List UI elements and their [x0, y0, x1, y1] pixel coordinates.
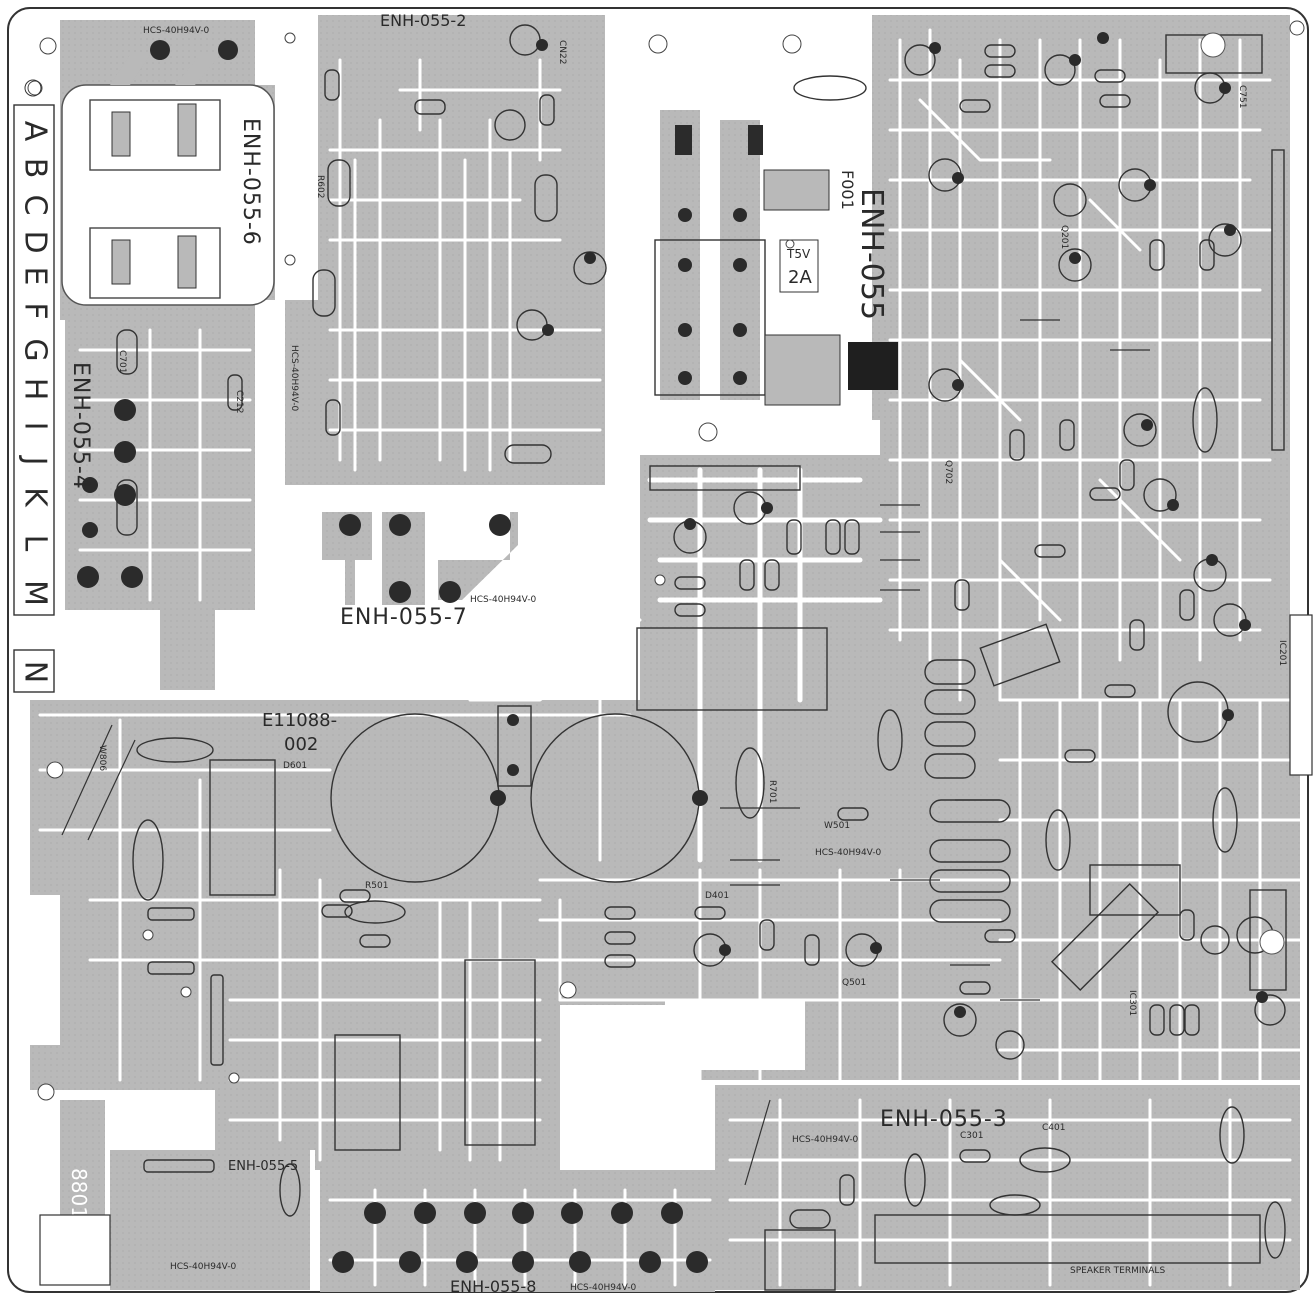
fuse-rating: T5V	[786, 247, 811, 261]
part-code: HCS-40H94V-0	[170, 1262, 237, 1272]
ref-label: Q501	[842, 978, 866, 988]
module-label: ENH-055-7	[340, 605, 468, 630]
row-letter: A	[18, 121, 53, 142]
row-letter: J	[18, 455, 53, 466]
components	[61, 24, 1287, 1291]
row-letter: D	[18, 230, 53, 253]
test-point-icon	[1200, 32, 1226, 58]
part-code: HCS-40H94V-0	[815, 848, 882, 858]
fuse-rating: 2A	[788, 267, 812, 288]
row-letter: C	[18, 195, 53, 216]
row-letter-scale	[13, 79, 55, 693]
row-letter: B	[18, 158, 53, 179]
ref-label: R602	[315, 175, 325, 198]
ref-label: R501	[365, 881, 388, 891]
ref-label: CN22	[557, 40, 567, 64]
ref-label: W806	[97, 745, 107, 771]
part-code: HCS-40H94V-0	[143, 26, 210, 36]
module-label: ENH-055-6	[238, 118, 263, 246]
test-point-icon	[1259, 929, 1285, 955]
reference-designators: CN22 R602 C751 IC201 Q702 D601 C212 R501…	[97, 40, 1287, 1141]
ref-label: C212	[234, 390, 244, 413]
ref-label: C301	[960, 1131, 983, 1141]
ref-label: C751	[1237, 85, 1247, 108]
ref-label: W501	[824, 821, 850, 831]
row-letter: N	[18, 661, 53, 683]
connector-block	[39, 1214, 111, 1286]
ref-label: IC201	[1277, 640, 1287, 666]
test-point-icons	[1200, 32, 1285, 955]
part-code: HCS-40H94V-0	[470, 595, 537, 605]
row-letter: M	[18, 580, 53, 606]
module-label: ENH-055-2	[380, 11, 466, 30]
ref-label: C701	[117, 350, 127, 373]
module-label: ENH-055-5	[228, 1159, 298, 1174]
module-label: ENH-055-8	[450, 1277, 536, 1296]
row-letter: K	[18, 487, 53, 508]
module-label: ENH-055-4	[68, 362, 93, 490]
board-cutout	[12, 895, 60, 1045]
module-label: ENH-055	[854, 188, 889, 320]
transformer	[636, 627, 828, 711]
part-code: HCS-40H94V-0	[289, 345, 299, 412]
ref-label: Q201	[1059, 225, 1069, 249]
ref-label: D401	[705, 891, 729, 901]
speaker-label: SPEAKER TERMINALS	[1070, 1266, 1165, 1276]
connector-block	[1289, 614, 1313, 776]
row-letter: I	[18, 422, 53, 431]
ref-label: R701	[767, 780, 777, 803]
regulator-ic	[848, 342, 898, 390]
module-label: 002	[284, 734, 318, 755]
fuse-ref: F001	[838, 170, 857, 210]
module-labels: ENH-055-6 ENH-055-2 ENH-055 ENH-055-4 EN…	[67, 11, 1165, 1296]
part-code: HCS-40H94V-0	[792, 1135, 859, 1145]
board-cutout	[665, 1000, 805, 1070]
ref-label: D601	[283, 761, 307, 771]
part-codes: HCS-40H94V-0 HCS-40H94V-0 HCS-40H94V-0 H…	[143, 26, 882, 1293]
ic-block-left	[209, 759, 276, 896]
row-letter: F	[18, 302, 53, 319]
row-letter: L	[18, 535, 53, 552]
solder-pads	[27, 20, 1305, 1273]
module-label: ENH-055-3	[880, 1107, 1008, 1132]
part-code: HCS-40H94V-0	[570, 1283, 637, 1293]
row-letters: A B C D E F G H I J K L M N	[18, 121, 53, 683]
module-label: E11088-	[262, 710, 337, 731]
row-letter: E	[18, 267, 53, 286]
ref-label: Q702	[943, 460, 953, 484]
ref-label: C401	[1042, 1123, 1065, 1133]
row-letter: H	[18, 378, 53, 401]
ref-label: IC301	[1127, 990, 1137, 1016]
row-letter: G	[18, 338, 53, 361]
